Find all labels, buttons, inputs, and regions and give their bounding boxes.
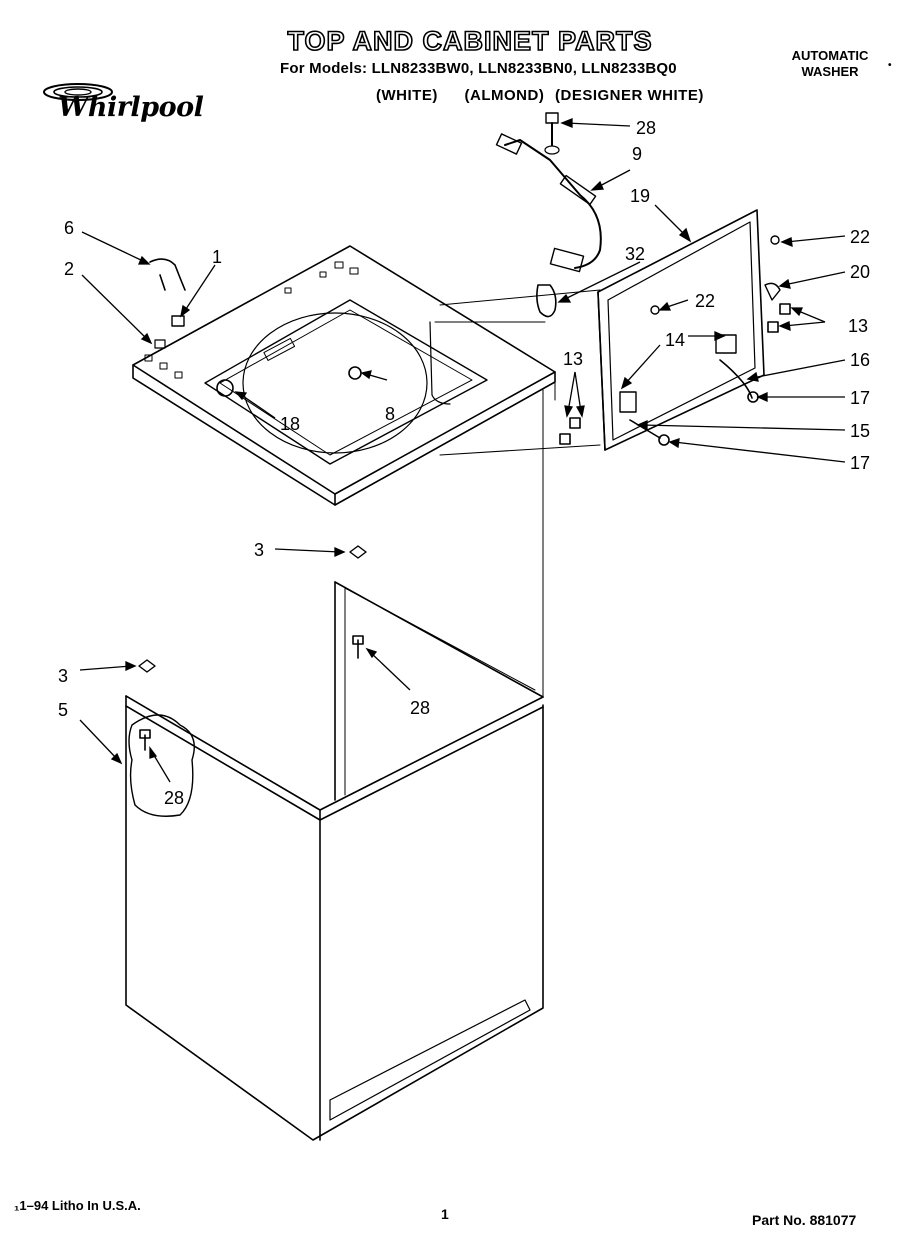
- callout-15: 15: [850, 421, 870, 441]
- pad-part: [138, 659, 156, 673]
- wire-part: [629, 419, 661, 439]
- callout-16: 16: [850, 350, 870, 370]
- cabinet: [125, 381, 556, 1141]
- screw-part: [559, 417, 581, 445]
- clip-part: [149, 258, 186, 291]
- callout-3: 3: [58, 666, 68, 686]
- console-frame: [434, 209, 765, 456]
- color-white: (WHITE): [376, 87, 438, 104]
- callout-13: 13: [848, 316, 868, 336]
- callout-19: 19: [630, 186, 650, 206]
- swirl-icon: [43, 83, 113, 101]
- page-number: 1: [441, 1206, 449, 1222]
- brand-logo: Whirlpool: [20, 80, 210, 130]
- brand-wordmark: Whirlpool: [58, 92, 204, 123]
- screw-part: [767, 303, 791, 333]
- callout-28: 28: [636, 118, 656, 138]
- callout-13: 13: [563, 349, 583, 369]
- callout-labels: 28 9 19 22 20 32 22 13 14 16 13 17 15 17…: [58, 118, 870, 808]
- color-variants: (WHITE) (ALMOND) (DESIGNER WHITE): [376, 87, 726, 104]
- callout-14: 14: [665, 330, 685, 350]
- screw-part: [544, 112, 560, 155]
- callout-28: 28: [164, 788, 184, 808]
- callout-20: 20: [850, 262, 870, 282]
- bushing-part: [658, 434, 670, 446]
- page-title: TOP AND CABINET PARTS: [287, 25, 653, 57]
- power-cord-part: [495, 133, 602, 273]
- part-number: Part No. 881077: [752, 1212, 857, 1228]
- product-type-line1: AUTOMATIC: [791, 48, 869, 63]
- callout-18: 18: [280, 414, 300, 434]
- bracket-part: [619, 391, 637, 413]
- clip-part: [536, 284, 557, 318]
- callout-3: 3: [254, 540, 264, 560]
- callout-2: 2: [64, 259, 74, 279]
- litho-note: ₁1–94 Litho In U.S.A.: [14, 1198, 141, 1213]
- bracket-part: [154, 339, 166, 349]
- callout-9: 9: [632, 144, 642, 164]
- washer-top: [132, 245, 556, 506]
- screw-part: [650, 305, 660, 315]
- corner-mark: •: [888, 60, 892, 71]
- clip-part: [764, 282, 781, 301]
- callout-5: 5: [58, 700, 68, 720]
- callout-22: 22: [850, 227, 870, 247]
- screw-part: [139, 729, 151, 751]
- callout-17: 17: [850, 388, 870, 408]
- models-line: For Models: LLN8233BW0, LLN8233BN0, LLN8…: [280, 60, 677, 77]
- screw-part: [352, 635, 364, 659]
- callout-8: 8: [385, 404, 395, 424]
- hinge-part: [216, 379, 234, 397]
- callout-17: 17: [850, 453, 870, 473]
- color-almond: (ALMOND): [464, 87, 545, 104]
- bracket-part: [715, 334, 737, 354]
- bracket-part: [171, 315, 185, 327]
- product-type: AUTOMATIC WASHER: [784, 48, 876, 80]
- wire-part: [719, 359, 753, 399]
- product-type-line2: WASHER: [801, 64, 859, 79]
- pad-part: [349, 545, 367, 559]
- screw-part: [770, 235, 780, 245]
- callout-6: 6: [64, 218, 74, 238]
- callout-22: 22: [695, 291, 715, 311]
- leader-lines: [79, 118, 846, 783]
- callout-1: 1: [212, 247, 222, 267]
- callout-28: 28: [410, 698, 430, 718]
- callout-32: 32: [625, 244, 645, 264]
- color-designer-white: (DESIGNER WHITE): [555, 87, 704, 104]
